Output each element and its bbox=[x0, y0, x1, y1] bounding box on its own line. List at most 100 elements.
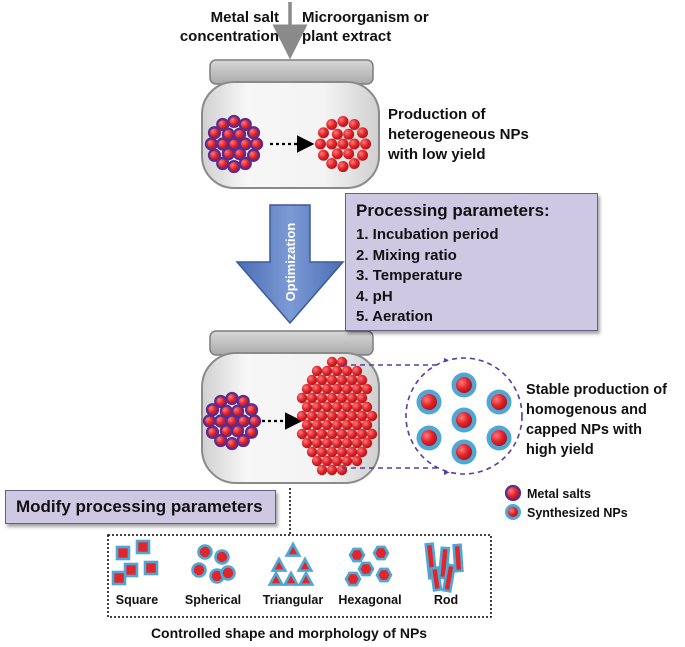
nanoparticle bbox=[346, 428, 358, 440]
nanoparticle bbox=[316, 464, 328, 476]
nanoparticle bbox=[316, 410, 328, 422]
nanoparticle bbox=[321, 383, 333, 395]
rod-np bbox=[441, 563, 457, 593]
nanoparticle bbox=[326, 392, 338, 404]
square-np bbox=[123, 562, 139, 578]
metal-salt-particle bbox=[207, 126, 222, 140]
nanoparticle bbox=[326, 118, 338, 130]
nanoparticle bbox=[326, 374, 338, 386]
parameter-item: 3. Temperature bbox=[356, 267, 463, 284]
parameter-item: 2. Mixing ratio bbox=[356, 246, 457, 264]
nanoparticle bbox=[296, 428, 308, 440]
nanoparticle bbox=[326, 158, 338, 170]
nanoparticle bbox=[356, 374, 368, 386]
legend-metal-salt-marker bbox=[504, 484, 522, 502]
nanoparticle bbox=[361, 419, 373, 431]
stage2-text-4: high yield bbox=[526, 442, 594, 458]
metal-salt-particle bbox=[214, 394, 228, 409]
nanoparticle bbox=[336, 428, 348, 440]
nanoparticle bbox=[361, 437, 373, 449]
legend-synthesized: Synthesized NPs bbox=[527, 506, 628, 520]
nanoparticle bbox=[336, 392, 348, 404]
nanoparticle bbox=[351, 383, 363, 395]
metal-salt-particle bbox=[219, 424, 233, 438]
nanoparticle bbox=[316, 446, 328, 458]
nanoparticle bbox=[331, 365, 343, 377]
nanoparticle bbox=[337, 138, 349, 150]
nanoparticle bbox=[316, 428, 328, 440]
metal-salt-particle bbox=[236, 394, 250, 409]
stage1-text-3: with low yield bbox=[387, 146, 486, 163]
triangular-np bbox=[284, 541, 302, 557]
nanoparticle bbox=[341, 455, 353, 467]
metal-salt-particle bbox=[225, 391, 239, 406]
stage2-text-1: Stable production of bbox=[526, 382, 667, 398]
triangular-np bbox=[282, 570, 300, 586]
nanoparticle bbox=[311, 365, 323, 377]
nanoparticle bbox=[360, 138, 372, 150]
metal-salt-particle bbox=[207, 148, 222, 162]
metal-salt-particle bbox=[244, 403, 259, 417]
nanoparticle bbox=[336, 464, 348, 476]
metal-salt-particle bbox=[204, 137, 219, 151]
nanoparticle bbox=[306, 410, 318, 422]
metal-salt-particle bbox=[216, 156, 230, 171]
triangular-np bbox=[267, 570, 285, 586]
nanoparticle bbox=[306, 392, 318, 404]
metal-salt-particle bbox=[225, 436, 239, 451]
nanoparticle bbox=[343, 128, 355, 140]
nanoparticle bbox=[301, 419, 313, 431]
metal-salt-particle bbox=[202, 414, 217, 428]
metal-salt-particle bbox=[205, 403, 220, 417]
nanoparticle bbox=[321, 365, 333, 377]
nanoparticle bbox=[351, 401, 363, 413]
stage2-text-3: capped NPs with bbox=[526, 422, 642, 438]
nanoparticle bbox=[321, 455, 333, 467]
nanoparticle bbox=[346, 392, 358, 404]
metal-salt-particle bbox=[227, 159, 241, 174]
nanoparticle bbox=[326, 410, 338, 422]
nanoparticle bbox=[351, 419, 363, 431]
rod-np bbox=[452, 543, 464, 573]
nanoparticle bbox=[321, 419, 333, 431]
nanoparticle bbox=[356, 446, 368, 458]
jar1-nanoparticle-cluster bbox=[314, 115, 372, 173]
nanoparticle bbox=[351, 365, 363, 377]
square-np bbox=[143, 560, 159, 576]
metal-salt-particle bbox=[244, 425, 259, 439]
hexagonal-np bbox=[344, 571, 362, 587]
nanoparticle bbox=[326, 446, 338, 458]
square-np bbox=[111, 570, 127, 586]
input-label-metal-salt-2: concentration bbox=[180, 28, 279, 45]
metal-salt-particle bbox=[227, 114, 241, 129]
capped-np-core bbox=[491, 430, 507, 446]
nanoparticle bbox=[366, 428, 378, 440]
nanoparticle bbox=[311, 419, 323, 431]
hexagonal-np bbox=[357, 561, 375, 577]
hexagonal-np bbox=[375, 567, 393, 583]
nanoparticle bbox=[317, 127, 329, 139]
capped-np-core bbox=[421, 430, 437, 446]
nanoparticle bbox=[356, 428, 368, 440]
metal-salt-particle bbox=[231, 404, 245, 418]
nanoparticle bbox=[331, 437, 343, 449]
capped-np-core bbox=[491, 394, 507, 410]
triangular-np bbox=[297, 570, 315, 586]
spherical-np bbox=[214, 549, 230, 565]
metal-salt-particle bbox=[247, 414, 262, 428]
nanoparticle bbox=[326, 464, 338, 476]
parameter-item: 5. Aeration bbox=[356, 308, 433, 325]
nanoparticle bbox=[356, 410, 368, 422]
nanoparticle bbox=[301, 383, 313, 395]
nanoparticle bbox=[331, 419, 343, 431]
nanoparticle bbox=[331, 455, 343, 467]
nanoparticle bbox=[336, 446, 348, 458]
nanoparticle bbox=[361, 383, 373, 395]
nanoparticle bbox=[311, 455, 323, 467]
hexagonal-np bbox=[348, 547, 366, 563]
nanoparticle bbox=[366, 410, 378, 422]
nanoparticle bbox=[348, 138, 360, 150]
nanoparticle bbox=[348, 158, 360, 170]
nanoparticle bbox=[337, 161, 349, 173]
metal-salt-particle bbox=[238, 117, 252, 132]
